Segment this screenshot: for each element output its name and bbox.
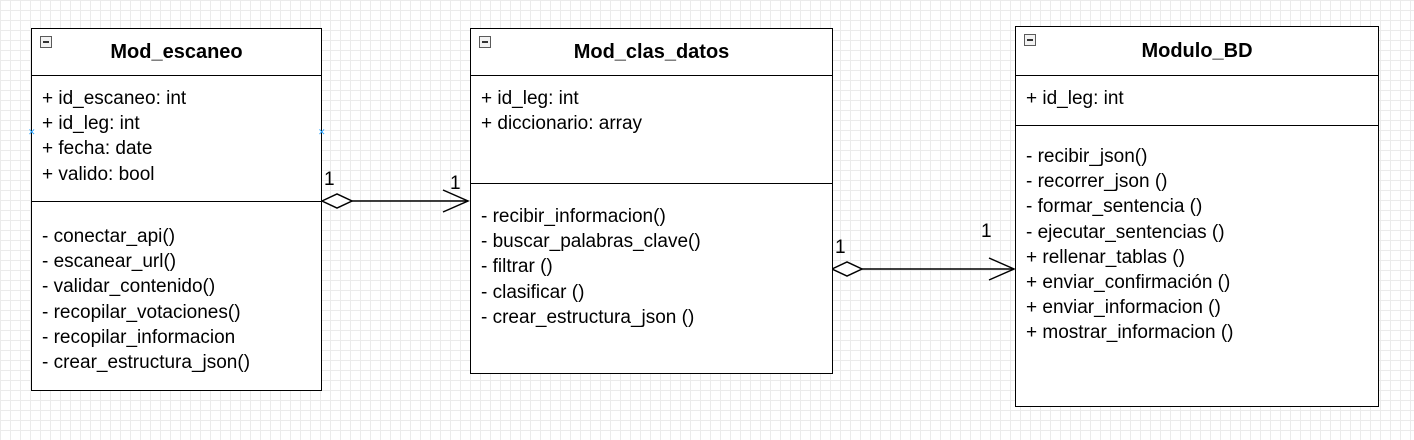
class-header: Mod_escaneo bbox=[32, 29, 321, 76]
open-arrowhead bbox=[442, 189, 470, 213]
aggregation-clas-datos-to-modulo-bd[interactable] bbox=[830, 257, 1016, 281]
method: - filtrar () bbox=[481, 256, 553, 278]
multiplicity-label: 1 bbox=[835, 237, 846, 258]
class-mod-clas-datos[interactable]: Mod_clas_datos + id_leg: int + diccionar… bbox=[470, 28, 833, 374]
method: - crear_estructura_json () bbox=[481, 306, 695, 328]
aggregation-escaneo-to-clas-datos[interactable] bbox=[320, 189, 470, 213]
multiplicity-label: 1 bbox=[981, 221, 992, 242]
method: + rellenar_tablas () bbox=[1026, 246, 1185, 268]
class-name: Modulo_BD bbox=[1141, 39, 1253, 62]
class-name: Mod_clas_datos bbox=[573, 40, 730, 63]
class-header: Mod_clas_datos bbox=[471, 29, 832, 76]
attribute: + id_escaneo: int bbox=[42, 88, 187, 109]
method: + mostrar_informacion () bbox=[1026, 322, 1234, 344]
attribute: + fecha: date bbox=[42, 138, 153, 160]
attribute: + id_leg: int bbox=[481, 88, 579, 109]
attribute: + id_leg: int bbox=[42, 113, 140, 135]
method: + enviar_informacion () bbox=[1026, 297, 1221, 319]
collapse-icon[interactable] bbox=[479, 36, 491, 48]
method: - escanear_url() bbox=[42, 251, 177, 273]
method: + enviar_confirmación () bbox=[1026, 272, 1231, 294]
method: - clasificar () bbox=[481, 281, 585, 303]
open-arrowhead bbox=[988, 257, 1016, 281]
resize-handle[interactable]: ✕ bbox=[28, 127, 36, 137]
method: - recibir_json() bbox=[1026, 146, 1148, 167]
aggregation-diamond bbox=[320, 193, 354, 209]
attribute: + diccionario: array bbox=[481, 113, 643, 135]
method: - recopilar_informacion bbox=[42, 326, 236, 348]
multiplicity-label: 1 bbox=[450, 173, 461, 194]
method: - crear_estructura_json() bbox=[42, 352, 251, 374]
method: - recorrer_json () bbox=[1026, 171, 1168, 193]
method: - ejecutar_sentencias () bbox=[1026, 221, 1225, 243]
attributes-section: + id_escaneo: int + id_leg: int + fecha:… bbox=[32, 76, 321, 202]
class-mod-escaneo[interactable]: Mod_escaneo + id_escaneo: int + id_leg: … bbox=[31, 28, 322, 391]
method: - recopilar_votaciones() bbox=[42, 301, 241, 323]
class-modulo-bd[interactable]: Modulo_BD + id_leg: int - recibir_json()… bbox=[1015, 26, 1379, 407]
attribute: + valido: bool bbox=[42, 163, 155, 185]
class-name: Mod_escaneo bbox=[110, 40, 243, 63]
collapse-icon[interactable] bbox=[1024, 34, 1036, 46]
method: - buscar_palabras_clave() bbox=[481, 231, 701, 253]
methods-section: - recibir_json() - recorrer_json () - fo… bbox=[1016, 126, 1378, 346]
class-header: Modulo_BD bbox=[1016, 27, 1378, 76]
attributes-section: + id_leg: int + diccionario: array bbox=[471, 76, 832, 184]
attribute: + id_leg: int bbox=[1026, 88, 1124, 109]
method: - recibir_informacion() bbox=[481, 206, 666, 227]
methods-section: - conectar_api() - escanear_url() - vali… bbox=[32, 202, 321, 375]
aggregation-diamond bbox=[830, 261, 864, 277]
method: - validar_contenido() bbox=[42, 276, 216, 298]
collapse-icon[interactable] bbox=[40, 36, 52, 48]
multiplicity-label: 1 bbox=[324, 169, 335, 190]
resize-handle[interactable]: ✕ bbox=[318, 127, 326, 137]
method: - formar_sentencia () bbox=[1026, 196, 1203, 218]
methods-section: - recibir_informacion() - buscar_palabra… bbox=[471, 184, 832, 330]
attributes-section: + id_leg: int bbox=[1016, 76, 1378, 126]
method: - conectar_api() bbox=[42, 226, 176, 247]
